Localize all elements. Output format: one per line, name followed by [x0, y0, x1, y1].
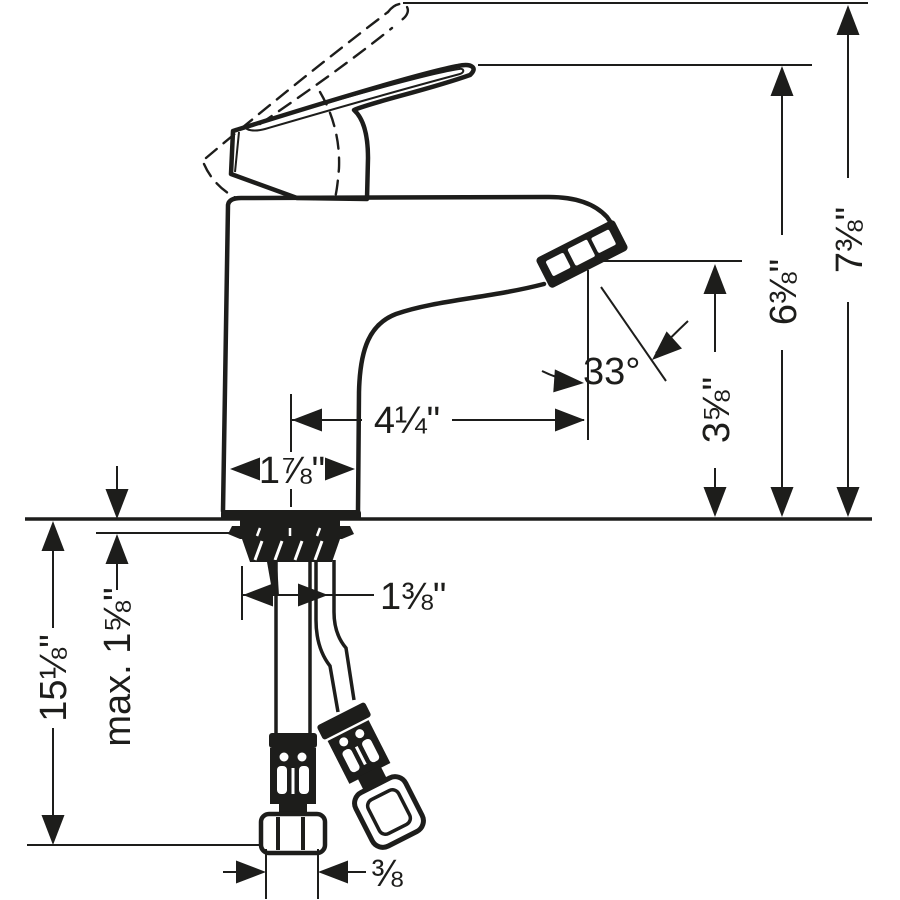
arrowhead — [230, 457, 260, 481]
arrowhead — [105, 489, 129, 519]
dim-handle-height: 6⅜" — [478, 64, 812, 517]
arrowhead — [325, 457, 355, 481]
spout-aerator — [536, 220, 628, 288]
hose-hex-nut — [258, 811, 328, 856]
hose-neck — [357, 765, 387, 791]
base-ring — [221, 510, 361, 520]
arrowhead — [105, 534, 129, 564]
hose-braided-section — [327, 720, 391, 784]
handle-pivot-line — [234, 131, 240, 173]
handle-raised-position-dashed — [202, 2, 410, 200]
extension-line — [265, 849, 319, 899]
faucet-body — [220, 194, 621, 520]
dim-connection-size-label: ⅜ — [371, 853, 403, 895]
spout-underside-outline — [355, 281, 547, 514]
dim-below-counter-clearance: 15⅛" — [33, 521, 75, 845]
arrowhead — [770, 66, 794, 96]
arrowhead — [41, 521, 65, 551]
supply-hose-angled — [314, 560, 426, 850]
hose-square-nut — [352, 774, 426, 850]
dim-connection-size: ⅜ — [223, 849, 403, 899]
arrowhead — [298, 583, 328, 607]
arrowhead — [836, 487, 860, 517]
mounting-hardware — [228, 519, 354, 596]
hose-braided-section — [270, 748, 316, 804]
dim-handle-height-label: 6⅜" — [763, 259, 805, 325]
arrowhead — [836, 5, 860, 35]
arrowhead — [770, 487, 794, 517]
dim-hose-width-label: 1⅜" — [380, 576, 446, 618]
body-left-top-outline — [220, 194, 621, 514]
arrowhead — [703, 264, 727, 294]
dim-outlet-height: 3⅝" — [600, 260, 742, 517]
arrowhead — [644, 331, 682, 369]
dim-base-depth: 1⅞" — [230, 450, 355, 492]
hose-neck — [279, 804, 307, 815]
arrowhead — [292, 408, 322, 432]
dim-below-counter-clearance-label: 15⅛" — [33, 634, 75, 721]
arrowhead — [243, 583, 273, 607]
handle-top-highlight — [244, 67, 465, 132]
angle-line — [600, 286, 667, 382]
countertop — [25, 517, 872, 846]
arrowhead — [703, 487, 727, 517]
arrowhead — [553, 369, 585, 395]
supply-hose-straight — [258, 560, 328, 856]
dim-hose-width: 1⅜" — [241, 566, 446, 620]
dim-outlet-angle: 33° — [541, 286, 689, 395]
hose-collar — [317, 702, 371, 740]
dim-base-depth-label: 1⅞" — [259, 450, 325, 492]
arrowhead — [41, 815, 65, 845]
dim-max-counter-thickness: max. 1⅝" — [97, 466, 139, 747]
faucet-handle — [228, 62, 476, 202]
dim-outlet-angle-label: 33° — [583, 351, 640, 393]
dim-spout-reach: 4¼" — [290, 270, 589, 507]
dim-spout-reach-label: 4¼" — [374, 400, 440, 442]
arrowhead — [318, 860, 348, 884]
dim-outlet-height-label: 3⅝" — [696, 377, 738, 443]
dim-max-counter-thickness-label: max. 1⅝" — [97, 587, 139, 746]
dim-overall-height-label: 7⅜" — [829, 207, 871, 273]
arrowhead — [236, 860, 266, 884]
faucet — [202, 2, 628, 856]
arrowhead — [555, 408, 585, 432]
dim-overall-height: 7⅜" — [403, 2, 871, 517]
hose-collar — [269, 733, 317, 748]
